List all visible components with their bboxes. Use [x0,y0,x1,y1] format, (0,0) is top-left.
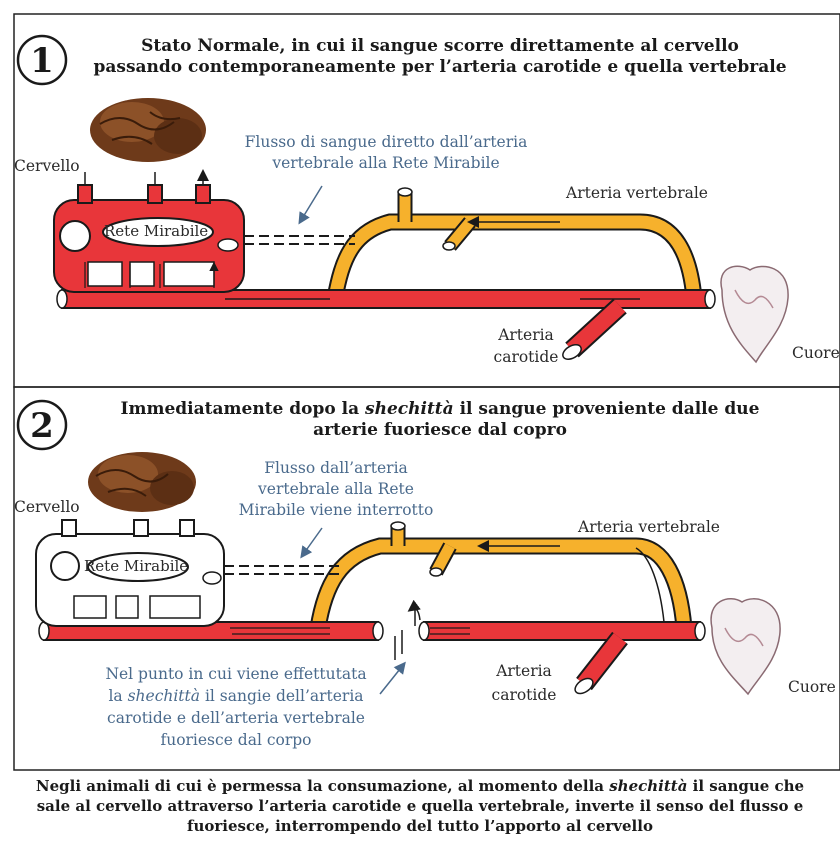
panel2-cut-line1: Nel punto in cui viene effettutata [86,664,386,685]
panel2-cut-part-a: la [108,687,127,705]
panel2-brain-label: Cervello [14,498,80,516]
dashed-link-2 [224,566,340,574]
panel1-carotid-label-line1: Arteria [486,326,566,344]
panel1-note-line1: Flusso di sangue diretto dall’arteria [236,132,536,153]
panel2-cut-line4: fuoriesce dal corpo [86,730,386,751]
panel2-cut-line2: la shechittà il sangie dell’arteria [86,686,386,707]
panel1-heading-line1: Stato Normale, in cui il sangue scorre d… [80,36,800,57]
panel1-brain-label: Cervello [14,157,80,175]
panel1-heading-line2: passando contemporaneamente per l’arteri… [80,57,800,78]
panel2-cut-part-b: il sangie dell’arteria [200,687,364,705]
panel2-heart-label: Cuore [788,678,836,696]
panel2-vertebral-label: Arteria vertebrale [578,518,720,536]
pointer-arrow-1 [300,186,322,222]
panel2-heading-emphasis: shechittà [365,399,454,419]
panel2-heading-line2: arterie fuoriesce dal copro [80,420,800,441]
footer-part-b: il sangue che [687,777,804,795]
brain-image-1 [90,98,206,162]
footer-line2: sale al cervello attraverso l’arteria ca… [20,796,820,816]
panel2-number: 2 [30,406,54,446]
panel2-note-line2: vertebrale alla Rete [226,479,446,500]
panel2-note-line3: Mirabile viene interrotto [226,500,446,521]
footer-part-a: Negli animali di cui è permessa la consu… [36,777,609,795]
panel2-rete-label: Rete Mirabile [84,557,188,575]
panel1-rete-label: Rete Mirabile [104,222,208,240]
panel2-note-line1: Flusso dall’arteria [226,458,446,479]
panel2-heading-line1: Immediatamente dopo la shechittà il sang… [80,399,800,420]
panel1-vertebral-label: Arteria vertebrale [566,184,708,202]
pointer-arrow-2 [302,528,322,556]
vertebral-artery-2 [318,522,684,628]
panel2-carotid-label-line2: carotide [484,686,564,704]
footer-line3: fuoriesce, interrompendo del tutto l’app… [20,816,820,836]
brain-image-2 [88,452,196,512]
panel2-cut-line3: carotide e dell’arteria vertebrale [86,708,386,729]
footer-line1: Negli animali di cui è permessa la consu… [20,776,820,796]
panel2-carotid-label-line1: Arteria [484,662,564,680]
panel1-carotid-label-line2: carotide [486,348,566,366]
heart-image-2 [711,599,780,694]
vertebral-artery-1 [335,188,694,298]
panel2-cut-emphasis: shechittà [128,687,200,705]
carotid-artery-1 [57,290,715,362]
dashed-link-1 [244,236,355,244]
panel2-heading-part-b: il sangue proveniente dalle due [454,399,760,419]
panel1-heart-label: Cuore [792,344,840,362]
footer-emphasis: shechittà [609,777,687,795]
heart-image-1 [721,266,788,362]
panel2-heading-part-a: Immediatamente dopo la [121,399,365,419]
panel1-number: 1 [30,41,54,81]
panel1-note-line2: vertebrale alla Rete Mirabile [236,153,536,174]
